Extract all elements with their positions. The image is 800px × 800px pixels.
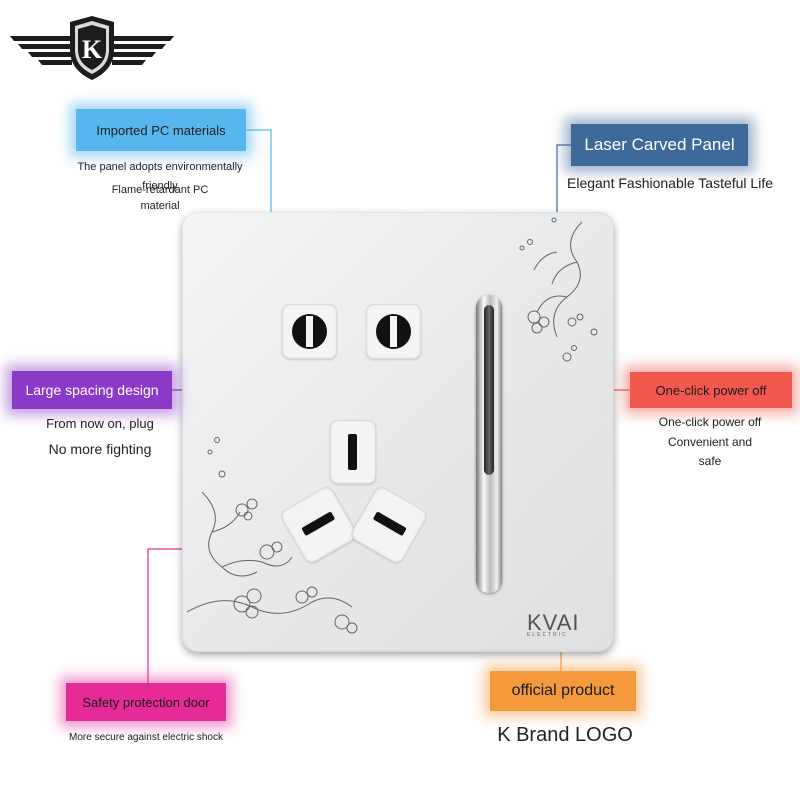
callout-spacing-line1: From now on, plug [46,416,154,431]
two-pin-socket-right [366,304,421,359]
callout-pc-line3: material [140,200,180,212]
callout-power-title: One-click power off [630,372,792,408]
callout-pc-line1: The panel adopts environmentally friendl… [77,161,243,192]
two-pin-socket-left [282,304,337,359]
callout-pc-line2: Flame-retardant PC [111,184,209,196]
callout-logo-line1: K Brand LOGO [497,724,633,746]
callout-laser-line1: Elegant Fashionable Tasteful Life [567,175,773,191]
callout-safety-title: Safety protection door [66,683,226,721]
callout-laser-title: Laser Carved Panel [571,124,748,166]
callout-pc-title: Imported PC materials [76,109,246,151]
callout-power-line1: One-click power off [658,415,762,429]
panel-logo-sub: ELECTRIC [527,632,568,638]
three-pin-socket-top [330,420,376,484]
callout-safety-line1: More secure against electric shock [69,732,223,743]
emblem-letter: K [82,35,103,64]
floral-pattern-icon [186,217,598,634]
callout-spacing-line2: No more fighting [48,441,152,457]
callout-spacing-title: Large spacing design [12,371,172,409]
winged-shield-icon: K [10,16,174,80]
callout-power-line3: safe [698,454,722,468]
panel-logo: KVAI [527,610,580,635]
rocker-switch[interactable] [476,295,502,593]
callout-logo-title: official product [490,671,636,711]
callout-power-line2: Convenient and [667,435,753,449]
switch-panel [182,212,614,652]
